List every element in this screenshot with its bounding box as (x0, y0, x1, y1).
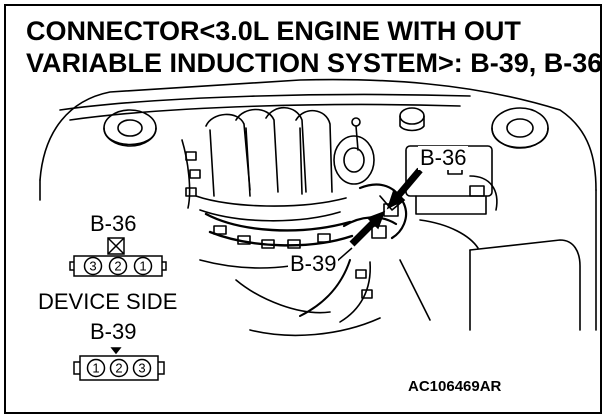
b36-pin-1: 1 (139, 259, 146, 274)
callout-b36-engine: B-36 (418, 145, 469, 170)
connector-b39-drawing (73, 347, 165, 381)
b39-pin-2: 2 (115, 361, 122, 376)
figure-frame (4, 4, 602, 414)
title-line-1: CONNECTOR<3.0L ENGINE WITH OUT (26, 16, 521, 46)
b39-pin-1: 1 (92, 361, 99, 376)
connector-b36-drawing (69, 237, 167, 277)
b36-pin-3: 3 (89, 259, 96, 274)
callout-b39-engine: B-39 (288, 251, 339, 276)
title-line-2: VARIABLE INDUCTION SYSTEM>: B-39, B-36 (26, 48, 603, 78)
b36-pin-2: 2 (114, 259, 121, 274)
device-side-label: DEVICE SIDE (38, 289, 178, 314)
connector-b39-label: B-39 (90, 319, 137, 344)
connector-b36-label: B-36 (90, 211, 137, 236)
b39-pin-3: 3 (138, 361, 145, 376)
figure-code: AC106469AR (408, 378, 502, 395)
